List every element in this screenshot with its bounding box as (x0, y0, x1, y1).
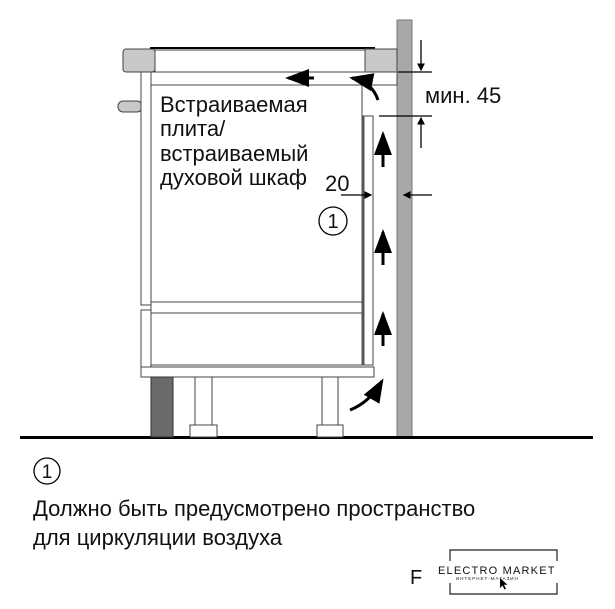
plinth (150, 376, 174, 438)
legs (189, 376, 344, 438)
worktop (122, 47, 398, 73)
appliance-label-4: духовой шкаф (160, 165, 307, 190)
note-circle (33, 457, 61, 485)
electro-market-logo (449, 549, 558, 595)
note-line-1: Должно быть предусмотрено пространство (33, 496, 475, 521)
callout-number: 1 (327, 211, 338, 233)
gap-side-label: 20 (325, 171, 349, 196)
knob (117, 100, 143, 113)
dimension-lines (341, 40, 432, 199)
appliance-label-1: Встраиваемая (160, 92, 308, 117)
appliance-label-2: плита/ (160, 116, 226, 141)
note-line-2: для циркуляции воздуха (33, 525, 283, 550)
wall (396, 19, 413, 439)
logo-subtitle: ИНТЕРНЕТ-МАГАЗИН (456, 576, 519, 581)
airflow-arrows (285, 69, 392, 412)
callout-circle (318, 206, 348, 236)
appliance-label-3: встраиваемый (160, 141, 308, 166)
gap-top-label: мин. 45 (425, 83, 501, 108)
logo-title: ELECTRO MARKET (438, 565, 556, 577)
note-number: 1 (42, 462, 53, 483)
footer-letter: F (410, 567, 422, 589)
cabinet (140, 71, 398, 378)
